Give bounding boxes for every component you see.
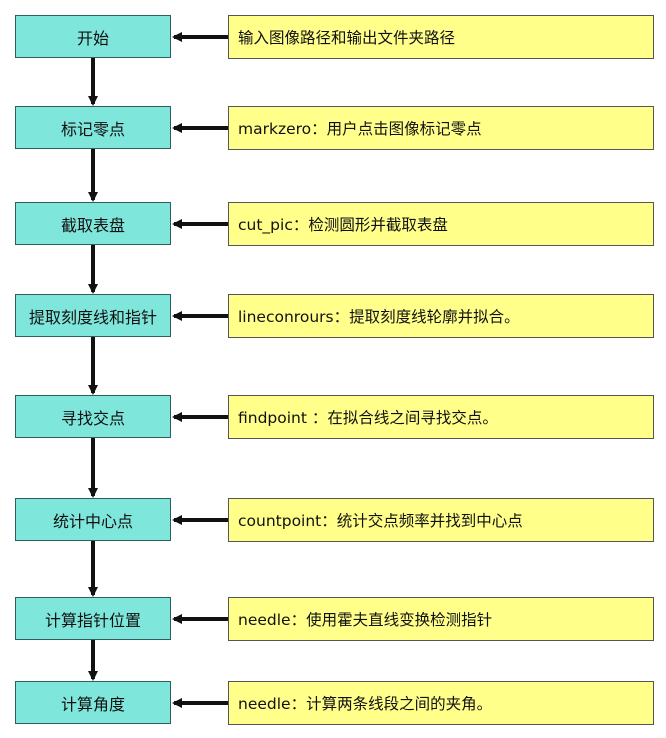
note-text: countpoint：统计交点频率并找到中心点 [238,512,523,530]
note-box-compute-angle: needle：计算两条线段之间的夹角。 [228,681,654,725]
step-box-count-center: 统计中心点 [15,498,171,541]
note-text: cut_pic：检测圆形并截取表盘 [238,216,448,234]
note-text: 输入图像路径和输出文件夹路径 [238,29,456,47]
step-label: 提取刻度线和指针 [28,307,157,327]
note-text: needle：使用霍夫直线变换检测指针 [238,611,493,629]
step-label: 标记零点 [60,119,125,139]
step-box-compute-angle: 计算角度 [15,681,171,724]
note-arrows [172,32,228,708]
note-box-mark-zero: markzero：用户点击图像标记零点 [228,106,654,150]
step-label: 统计中心点 [52,511,133,531]
note-box-needle-position: needle：使用霍夫直线变换检测指针 [228,597,654,641]
step-label: 计算指针位置 [44,610,141,630]
step-box-mark-zero: 标记零点 [15,106,171,149]
step-box-cut-dial: 截取表盘 [15,202,171,245]
note-text: needle：计算两条线段之间的夹角。 [238,695,493,713]
step-label: 计算角度 [60,694,125,714]
step-label: 寻找交点 [60,408,125,428]
note-box-start: 输入图像路径和输出文件夹路径 [228,15,654,59]
note-box-find-intersections: findpoint ：在拟合线之间寻找交点。 [228,395,654,439]
note-text: markzero：用户点击图像标记零点 [238,120,482,138]
note-text: lineconrours：提取刻度线轮廓并拟合。 [238,308,520,326]
step-box-find-intersections: 寻找交点 [15,395,171,438]
step-label: 开始 [76,28,109,48]
step-box-extract-lines: 提取刻度线和指针 [15,294,171,337]
step-label: 截取表盘 [60,215,125,235]
note-box-count-center: countpoint：统计交点频率并找到中心点 [228,498,654,542]
note-box-extract-lines: lineconrours：提取刻度线轮廓并拟合。 [228,294,654,338]
note-text: findpoint ：在拟合线之间寻找交点。 [238,409,498,427]
step-box-start: 开始 [15,15,171,58]
note-box-cut-dial: cut_pic：检测圆形并截取表盘 [228,202,654,246]
step-box-needle-position: 计算指针位置 [15,597,171,640]
